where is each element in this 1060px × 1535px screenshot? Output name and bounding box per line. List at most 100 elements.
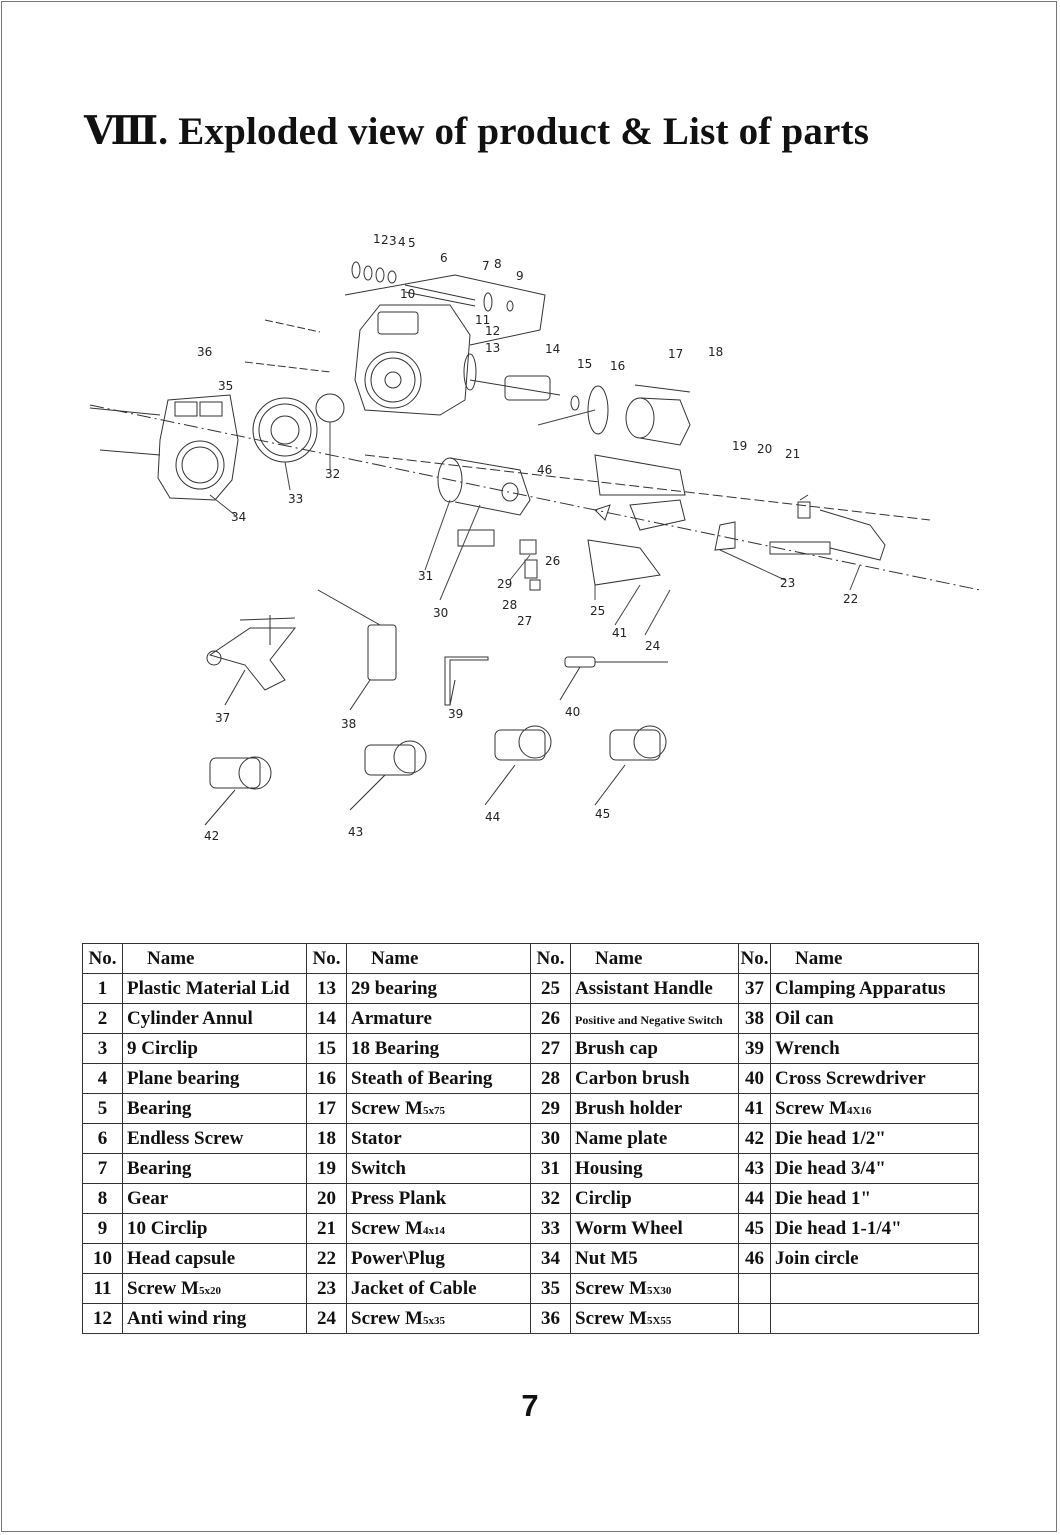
part-number: 36	[530, 1303, 571, 1334]
part-name-text: Screw M	[127, 1277, 199, 1299]
part-name-text: Wrench	[775, 1037, 840, 1059]
part-name-text: Press Plank	[351, 1187, 447, 1209]
part-name-text: Screw M	[351, 1097, 423, 1119]
part-number: 30	[530, 1123, 571, 1154]
part-number: 18	[306, 1123, 347, 1154]
part-name: Screw M5X30	[570, 1273, 739, 1304]
part-name: Gear	[122, 1183, 307, 1214]
part-number: 11	[82, 1273, 123, 1304]
part-name-text: Stator	[351, 1127, 402, 1149]
part-name-text: Power\Plug	[351, 1247, 445, 1269]
part-number: 37	[738, 973, 771, 1004]
part-number: 29	[530, 1093, 571, 1124]
part-number: 8	[82, 1183, 123, 1214]
part-name-text: Plastic Material Lid	[127, 977, 290, 999]
part-name-text: 10 Circlip	[127, 1217, 208, 1239]
part-name-text: Clamping Apparatus	[775, 977, 946, 999]
header-name: Name	[770, 943, 979, 974]
part-name-text: Bearing	[127, 1097, 192, 1119]
part-size-subscript: 4X16	[846, 1104, 872, 1117]
header-no: No.	[306, 943, 347, 974]
part-name-text: Worm Wheel	[575, 1217, 683, 1239]
header-no: No.	[82, 943, 123, 974]
part-number: 41	[738, 1093, 771, 1124]
callout-30: 30	[433, 606, 448, 620]
part-name-text: Oil can	[775, 1007, 834, 1029]
part-number: 27	[530, 1033, 571, 1064]
callout-18: 18	[708, 345, 723, 359]
part-name-text: Endless Screw	[127, 1127, 244, 1149]
housing-part	[437, 457, 531, 547]
callout-7: 7	[482, 259, 490, 273]
clamping-apparatus-part	[206, 615, 297, 706]
callout-44: 44	[485, 810, 500, 824]
callout-43: 43	[348, 825, 363, 839]
part-number: 28	[530, 1063, 571, 1094]
callout-34: 34	[231, 510, 246, 524]
part-number: 40	[738, 1063, 771, 1094]
part-name: Switch	[346, 1153, 531, 1184]
exploded-view-diagram: 1234567891011121314151617181920212223242…	[89, 232, 981, 843]
brush-holder-part	[519, 539, 541, 591]
part-name: Press Plank	[346, 1183, 531, 1214]
part-name: Cylinder Annul	[122, 1003, 307, 1034]
part-name: 18 Bearing	[346, 1033, 531, 1064]
part-name-text: Gear	[127, 1187, 169, 1209]
callout-20: 20	[757, 442, 772, 456]
part-name: Circlip	[570, 1183, 739, 1214]
callout-5: 5	[408, 236, 416, 250]
callout-24: 24	[645, 639, 660, 653]
part-number: 3	[82, 1033, 123, 1064]
part-name: Join circle	[770, 1243, 979, 1274]
part-name-text: Jacket of Cable	[351, 1277, 477, 1299]
part-name: Screw M5x35	[346, 1303, 531, 1334]
part-name-text: Screw M	[351, 1217, 423, 1239]
callout-21: 21	[785, 447, 800, 461]
head-capsule-part	[344, 274, 546, 416]
screwdriver-part	[559, 656, 668, 701]
part-name: Plastic Material Lid	[122, 973, 307, 1004]
callout-6: 6	[440, 251, 448, 265]
part-name: Screw M5X55	[570, 1303, 739, 1334]
part-name: 9 Circlip	[122, 1033, 307, 1064]
part-name-text: Join circle	[775, 1247, 859, 1269]
callout-33: 33	[288, 492, 303, 506]
part-name: Name plate	[570, 1123, 739, 1154]
die-head-part	[594, 725, 667, 806]
part-name	[770, 1273, 979, 1304]
part-name-text: Head capsule	[127, 1247, 236, 1269]
part-number: 43	[738, 1153, 771, 1184]
section-numeral: Ⅷ.	[84, 110, 169, 153]
part-name: Power\Plug	[346, 1243, 531, 1274]
axis-line	[244, 361, 331, 373]
part-name-text: Screw M	[351, 1307, 423, 1329]
die-head-part	[349, 740, 427, 811]
part-name-text: Brush cap	[575, 1037, 658, 1059]
part-number: 4	[82, 1063, 123, 1094]
part-name-text: Cylinder Annul	[127, 1007, 253, 1029]
part-name	[770, 1303, 979, 1334]
part-name: Worm Wheel	[570, 1213, 739, 1244]
part-number: 24	[306, 1303, 347, 1334]
header-no: No.	[738, 943, 771, 974]
callout-23: 23	[780, 576, 795, 590]
part-number: 13	[306, 973, 347, 1004]
callout-19: 19	[732, 439, 747, 453]
part-name: Screw M4x14	[346, 1213, 531, 1244]
part-name: Housing	[570, 1153, 739, 1184]
part-name: Stator	[346, 1123, 531, 1154]
part-name-text: Carbon brush	[575, 1067, 690, 1089]
header-no: No.	[530, 943, 571, 974]
part-number: 5	[82, 1093, 123, 1124]
callout-4: 4	[398, 235, 406, 249]
callout-14: 14	[545, 342, 560, 356]
part-name: Anti wind ring	[122, 1303, 307, 1334]
part-name: Die head 1/2"	[770, 1123, 979, 1154]
part-name: Screw M4X16	[770, 1093, 979, 1124]
part-name-text: 29 bearing	[351, 977, 438, 999]
